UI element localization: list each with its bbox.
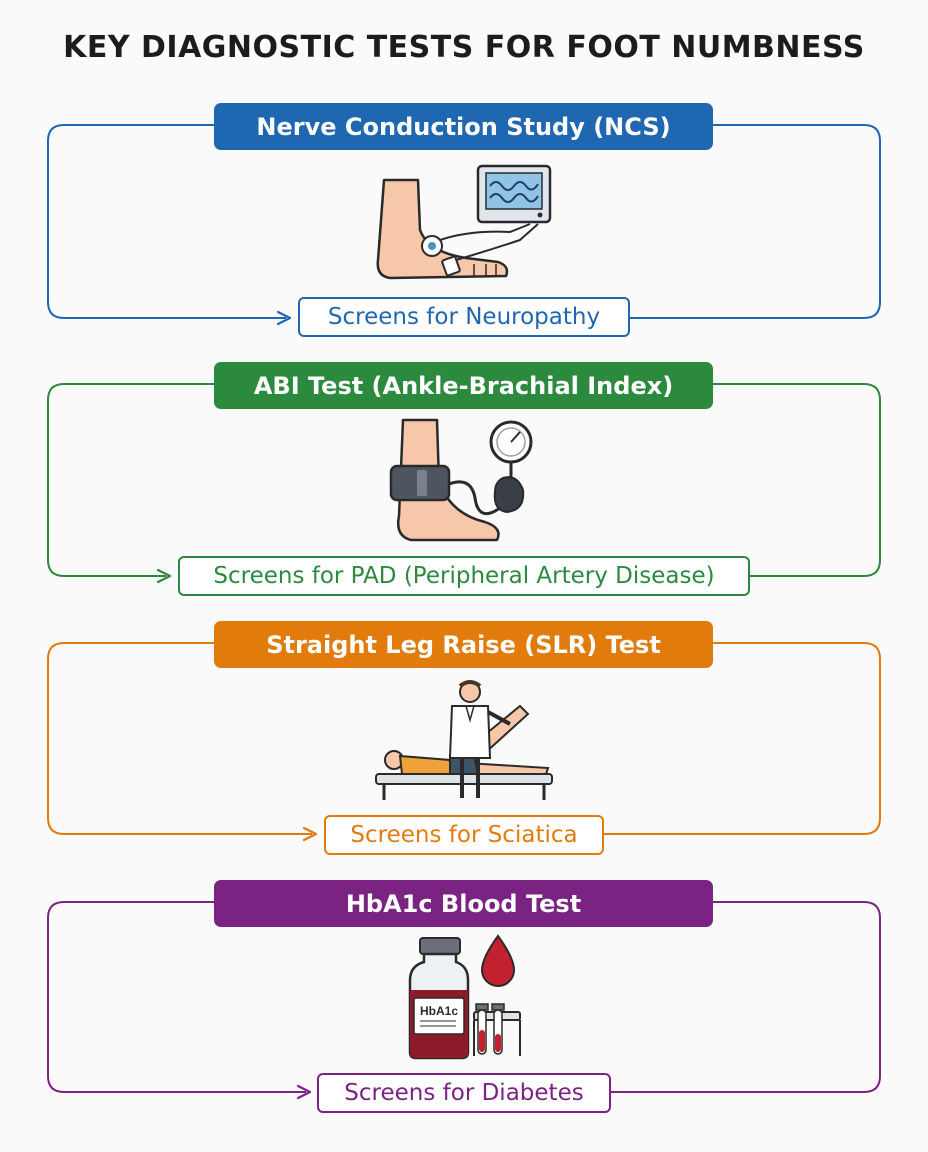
blood-vial-icon: HbA1c: [408, 934, 521, 1060]
result-box-abi: Screens for PAD (Peripheral Artery Disea…: [178, 556, 750, 596]
ankle-cuff-gauge-icon: [389, 418, 533, 542]
doctor-leg-raise-icon: [375, 680, 553, 800]
test-header-abi: ABI Test (Ankle-Brachial Index): [214, 362, 713, 409]
result-box-slr: Screens for Sciatica: [324, 815, 604, 855]
bottle-label: HbA1c: [420, 1004, 458, 1018]
test-header-ncs: Nerve Conduction Study (NCS): [214, 103, 713, 150]
test-header-hba1c: HbA1c Blood Test: [214, 880, 713, 927]
test-header-slr: Straight Leg Raise (SLR) Test: [214, 621, 713, 668]
result-box-hba1c: Screens for Diabetes: [317, 1073, 611, 1113]
foot-nerve-monitor-icon: [376, 164, 552, 280]
page-title: KEY DIAGNOSTIC TESTS FOR FOOT NUMBNESS: [63, 30, 865, 65]
result-box-ncs: Screens for Neuropathy: [298, 297, 630, 337]
